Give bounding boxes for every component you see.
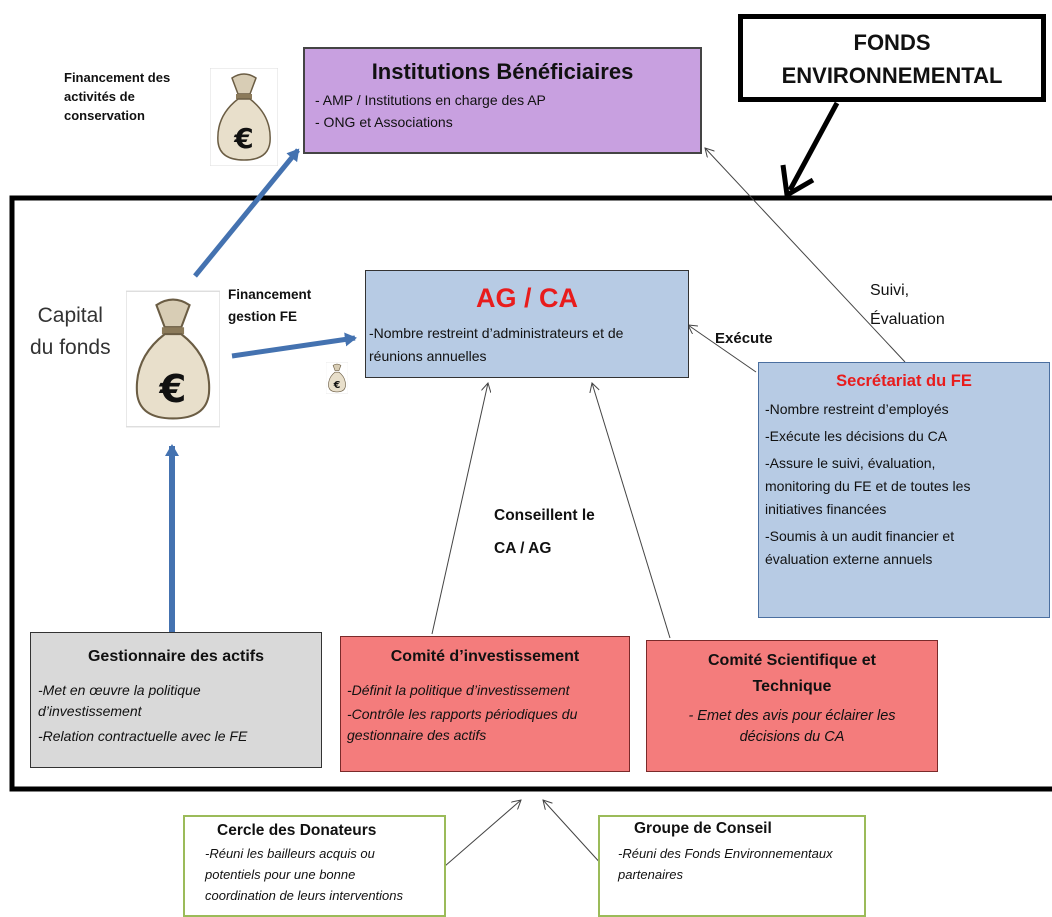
secretariat-line: initiatives financées (765, 501, 887, 517)
svg-text:€: € (333, 380, 341, 391)
financement-conservation-l2: activités de (64, 89, 135, 104)
money-bag-euro-icon: € (210, 68, 278, 166)
institutions-beneficiaires-box: Institutions Bénéficiaires - AMP / Insti… (303, 47, 702, 154)
gestionnaire-line: -Relation contractuelle avec le FE (38, 728, 248, 744)
money-bag-euro-icon: € (126, 290, 220, 428)
capital-l2: du fonds (30, 336, 111, 359)
comite-inv-to-agca-arrow (431, 383, 488, 635)
secretariat-title: Secrétariat du FE (836, 372, 972, 390)
svg-text:€: € (159, 367, 187, 412)
comite-investissement-line: -Définit la politique d’investissement (347, 682, 570, 698)
financement-conservation-label: Financement des activités de conservatio… (64, 68, 170, 125)
donateurs-line: coordination de leurs interventions (205, 888, 404, 903)
capital-to-agca-arrow (231, 332, 357, 359)
conseil-line: partenaires (618, 867, 684, 882)
comite-investissement-title: Comité d’investissement (390, 648, 580, 665)
suivi-l2: Évaluation (870, 311, 945, 328)
comite-scientifique-line: - Emet des avis pour éclairer les (688, 708, 896, 724)
secretariat-line: monitoring du FE et de toutes les (765, 478, 971, 494)
suivi-evaluation-label: Suivi, Évaluation (870, 276, 945, 334)
execute-arrow (688, 325, 757, 373)
cercle-donateurs-box: Cercle des Donateurs -Réuni les bailleur… (183, 815, 446, 917)
conseil-title: Groupe de Conseil (634, 820, 772, 837)
donateurs-title: Cercle des Donateurs (217, 822, 377, 839)
capital-to-institutions-arrow (193, 148, 300, 278)
institutions-title: Institutions Bénéficiaires (371, 59, 634, 84)
capital-l1: Capital (37, 304, 103, 327)
agca-title: AG / CA (475, 283, 578, 313)
gestionnaire-line: d’investissement (38, 703, 142, 719)
groupe-conseil-box: Groupe de Conseil -Réuni des Fonds Envir… (598, 815, 866, 917)
institutions-item-ong: - ONG et Associations (315, 114, 453, 130)
donateurs-line: potentiels pour une bonne (205, 867, 356, 882)
gestionnaire-title: Gestionnaire des actifs (87, 648, 265, 665)
comite-investissement-line: -Contrôle les rapports périodiques du (347, 706, 578, 722)
suivi-l1: Suivi, (870, 282, 910, 299)
secretariat-line: -Assure le suivi, évaluation, (765, 455, 936, 471)
secretariat-line: -Exécute les décisions du CA (765, 428, 948, 444)
execute-label: Exécute (715, 330, 773, 347)
capital-du-fonds-label: Capital du fonds (30, 300, 111, 364)
comite-investissement-line: gestionnaire des actifs (347, 727, 487, 743)
institutions-item-amp: - AMP / Institutions en charge des AP (315, 92, 546, 108)
donateurs-arrow (444, 800, 521, 867)
secretariat-line: évaluation externe annuels (765, 551, 933, 567)
fonds-pointer-arrow (787, 101, 840, 192)
svg-text:€: € (233, 122, 253, 155)
conseillent-l2: CA / AG (494, 540, 552, 557)
donateurs-line: -Réuni les bailleurs acquis ou (205, 846, 375, 861)
comite-scientifique-line: décisions du CA (739, 729, 845, 745)
secretariat-line: -Nombre restreint d’employés (765, 401, 949, 417)
financement-conservation-l1: Financement des (64, 70, 171, 85)
agca-box: AG / CA -Nombre restreint d’administrate… (365, 270, 689, 378)
conseil-line: -Réuni des Fonds Environnementaux (618, 846, 833, 861)
fonds-title-line2: ENVIRONNEMENTAL (781, 63, 1003, 88)
fonds-frame (9, 195, 1052, 792)
comite-scientifique-title-l2: Technique (752, 678, 832, 695)
suivi-arrow (705, 148, 906, 363)
financement-gestion-l1: Financement (228, 287, 312, 302)
secretariat-line: -Soumis à un audit financier et (765, 528, 955, 544)
fonds-title-line1: FONDS (853, 30, 931, 55)
comite-sci-to-agca-arrow (592, 383, 671, 639)
comite-scientifique-box: Comité Scientifique et Technique - Emet … (646, 640, 938, 772)
comite-investissement-box: Comité d’investissement -Définit la poli… (340, 636, 630, 772)
conseil-arrow (543, 800, 604, 867)
agca-line1: -Nombre restreint d’administrateurs et d… (369, 325, 624, 341)
conseillent-l1: Conseillent le (494, 507, 595, 524)
financement-gestion-label: Financement gestion FE (228, 284, 311, 328)
financement-gestion-l2: gestion FE (228, 309, 298, 324)
money-bag-euro-icon: € (326, 362, 348, 394)
secretariat-box: Secrétariat du FE -Nombre restreint d’em… (758, 362, 1050, 618)
gestionnaire-line: -Met en œuvre la politique (38, 682, 201, 698)
comite-scientifique-title-l1: Comité Scientifique et (707, 652, 877, 669)
gestionnaire-box: Gestionnaire des actifs -Met en œuvre la… (30, 632, 322, 768)
fonds-environnemental-box: FONDS ENVIRONNEMENTAL (738, 14, 1046, 102)
conseillent-label: Conseillent le CA / AG (494, 499, 595, 565)
financement-conservation-l3: conservation (64, 108, 145, 123)
agca-line2: réunions annuelles (369, 348, 487, 364)
